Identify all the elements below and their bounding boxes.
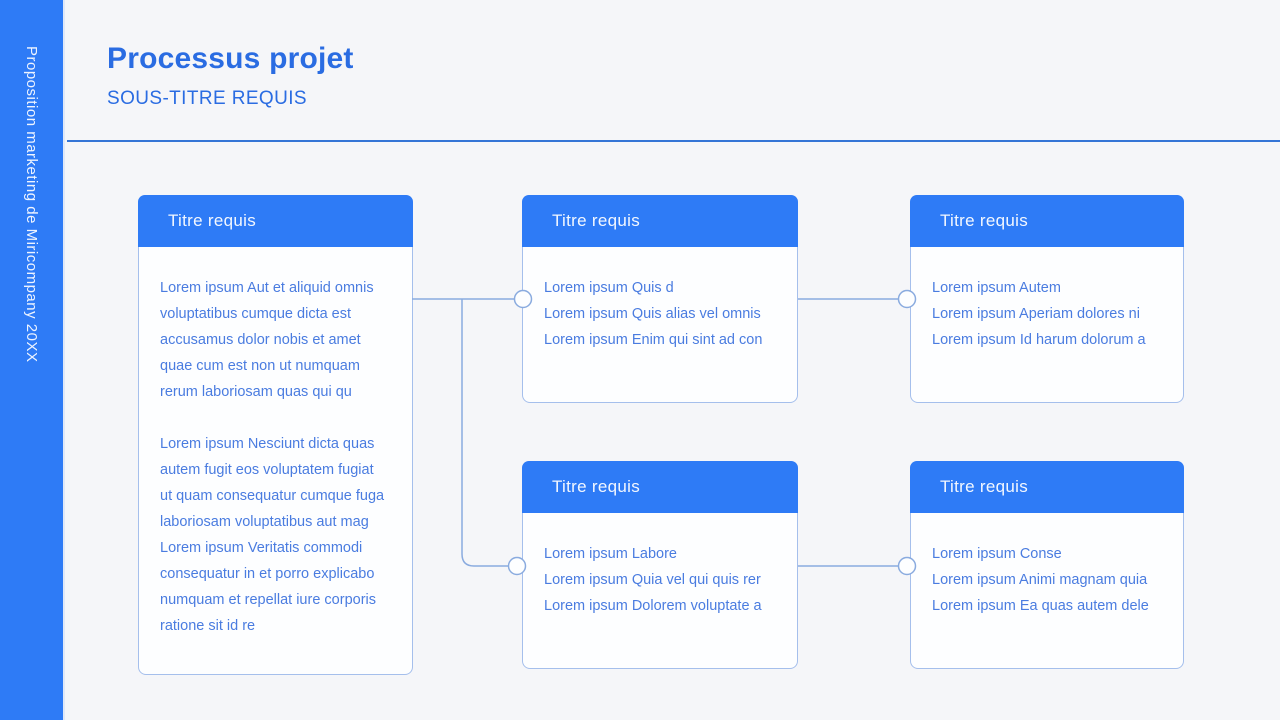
card-text-line: Lorem ipsum Ea quas autem dele [932,598,1149,614]
card-title: Titre requis [168,211,256,230]
card-text-line: Lorem ipsum Quis d [544,280,674,296]
card-text-line: voluptatibus cumque dicta est [160,306,352,322]
card-title-bar: Titre requis [138,195,413,247]
card-text-line: Lorem ipsum Id harum dolorum a [932,332,1146,348]
card-text-line: Lorem ipsum Veritatis commodi [160,540,363,556]
card-text-line: Lorem ipsum Labore [544,546,677,562]
card-title: Titre requis [940,477,1028,496]
card-title: Titre requis [940,211,1028,230]
card-text-line: Lorem ipsum Quia vel qui quis rer [544,572,761,588]
page-title: Processus projet [107,42,354,75]
card-text-line: laboriosam voluptatibus aut mag [160,514,369,530]
brand-sidebar: Proposition marketing de Miricompany 20X… [0,0,65,720]
card-title-bar: Titre requis [910,461,1184,513]
card-text-line: Lorem ipsum Aut et aliquid omnis [160,280,374,296]
card-body: Lorem ipsum Quis d Lorem ipsum Quis alias… [523,247,797,353]
card-text-line: Lorem ipsum Nesciunt dicta quas [160,436,375,452]
card-title-bar: Titre requis [522,461,798,513]
card-text-line: consequatur in et porro explicabo [160,566,375,582]
card-text-line: accusamus dolor nobis et amet [160,332,361,348]
card-text-line: quae cum est non ut numquam [160,358,360,374]
card-title: Titre requis [552,211,640,230]
process-card-1: Titre requis Lorem ipsum Aut et aliquid … [138,195,413,675]
sidebar-label: Proposition marketing de Miricompany 20X… [23,46,40,363]
card-text-line: Lorem ipsum Animi magnam quia [932,572,1148,588]
card-text-line [160,405,398,431]
card-text-line: autem fugit eos voluptatem fugiat [160,462,374,478]
card-text-line: Lorem ipsum Conse [932,546,1062,562]
card-text-line: ratione sit id re [160,618,256,634]
card-title: Titre requis [552,477,640,496]
card-text-line: Lorem ipsum Dolorem voluptate a [544,598,762,614]
card-title-bar: Titre requis [522,195,798,247]
card-text-line: numquam et repellat iure corporis [160,592,376,608]
card-body: Lorem ipsum Aut et aliquid omnis voluptat… [139,247,412,639]
page-subtitle: SOUS-TITRE REQUIS [107,88,307,109]
card-text-line: rerum laboriosam quas qui qu [160,384,352,400]
card-text-line: Lorem ipsum Autem [932,280,1061,296]
slide-header: Processus projet SOUS-TITRE REQUIS [107,42,354,110]
card-text-line: Lorem ipsum Enim qui sint ad con [544,332,763,348]
card-text-line: Lorem ipsum Aperiam dolores ni [932,306,1140,322]
card-text-line: Lorem ipsum Quis alias vel omnis [544,306,761,322]
connector-line-card1-card4 [461,299,508,567]
card-text-line: ut quam consequatur cumque fuga [160,488,385,504]
card-title-bar: Titre requis [910,195,1184,247]
header-divider [67,140,1280,142]
